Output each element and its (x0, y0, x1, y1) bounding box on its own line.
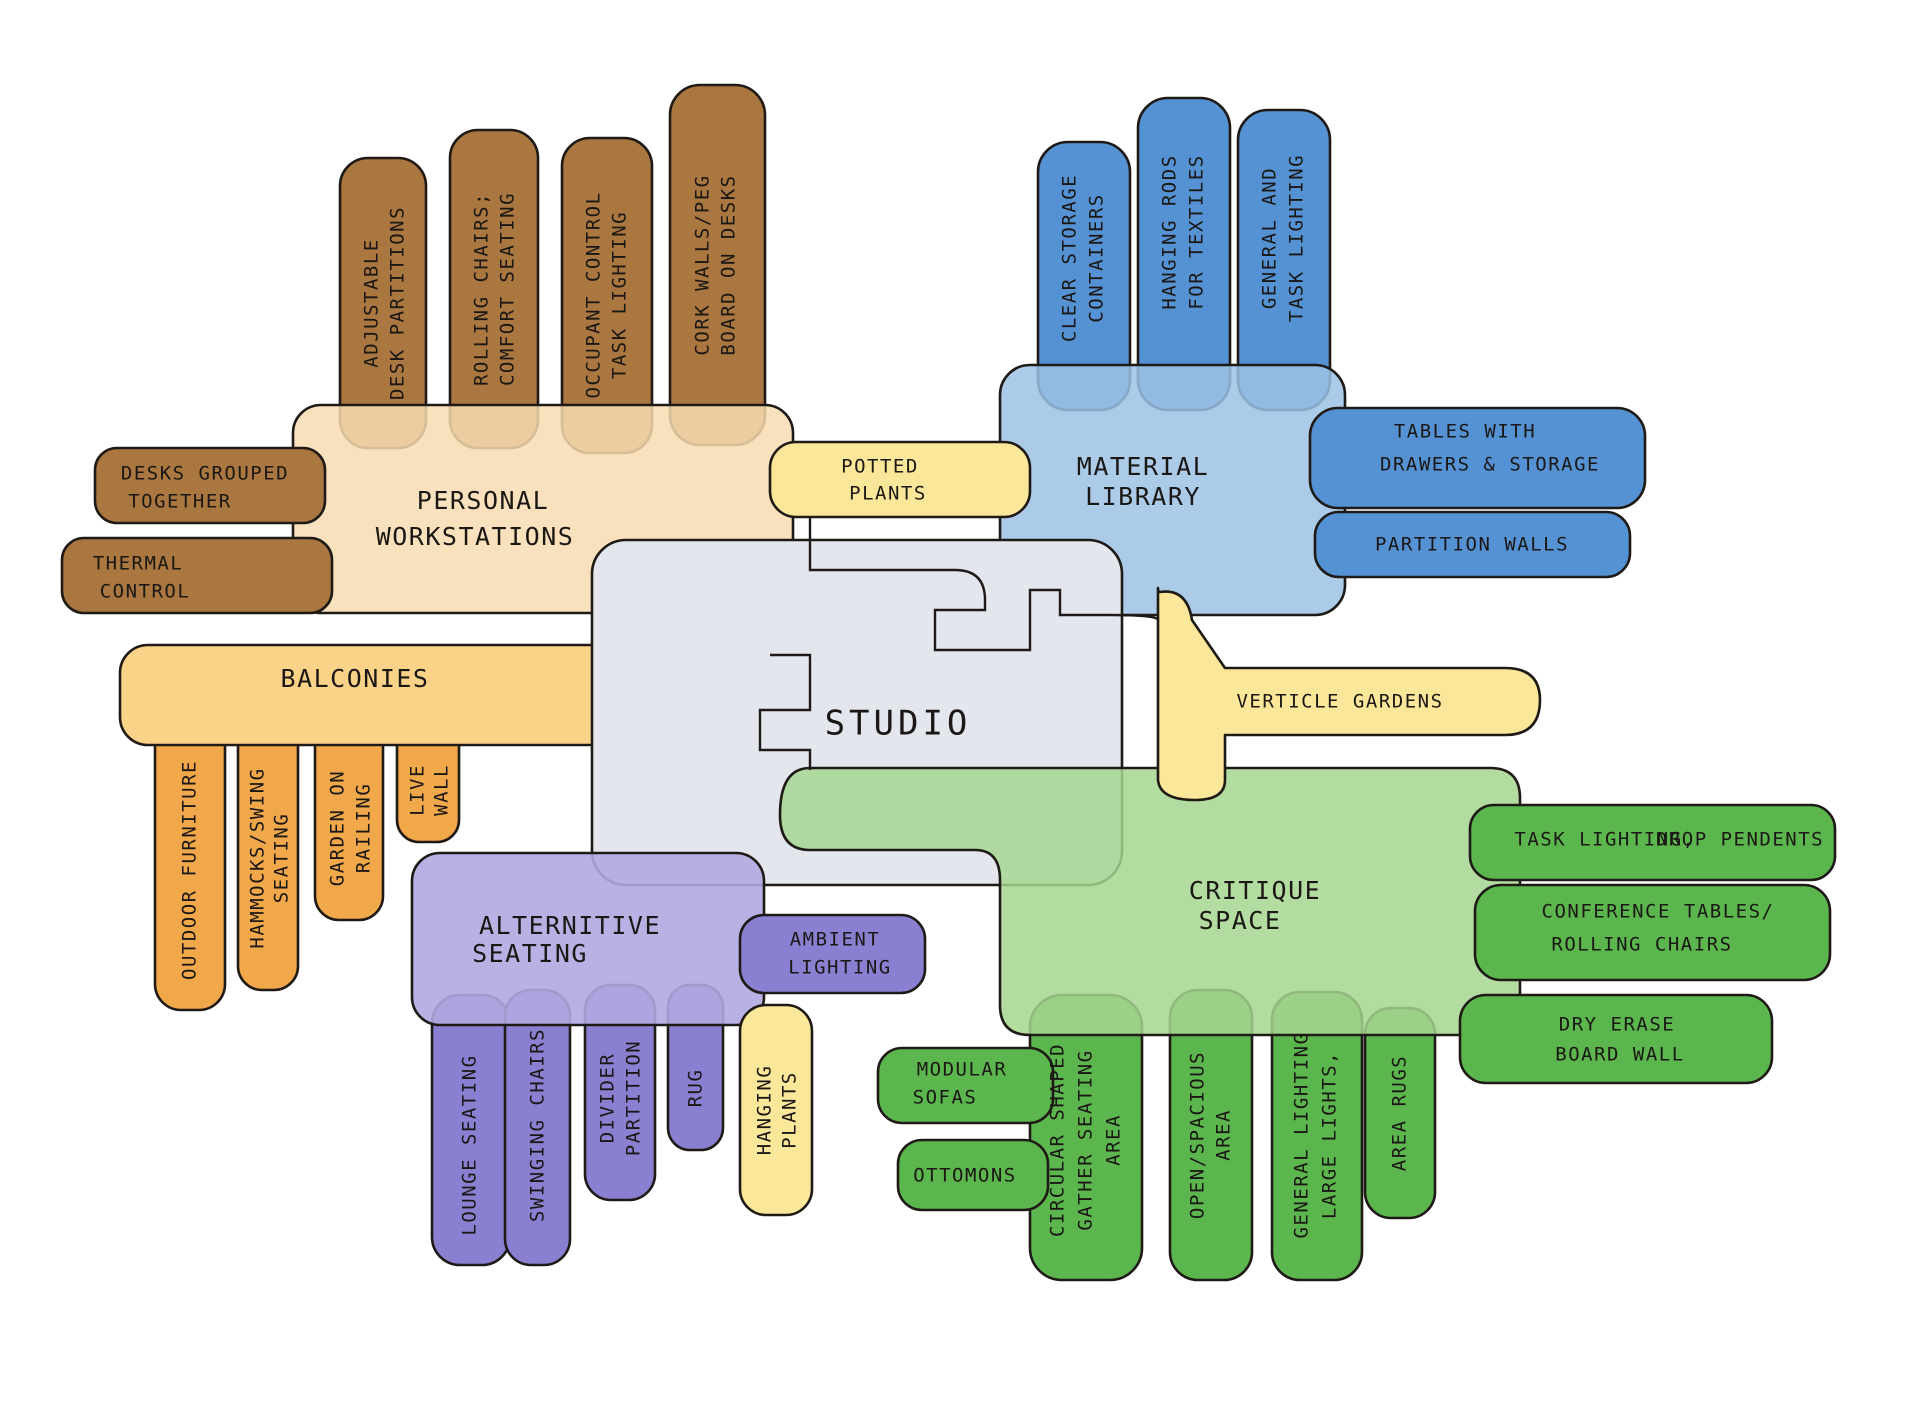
ml-item-tables-drawers (1308, 406, 1647, 510)
cs-item-dry-erase (1458, 993, 1774, 1085)
cs-item-modular-sofas (876, 1046, 1055, 1125)
pw-label-rolling: ROLLING CHAIRS; (471, 192, 493, 386)
cs-label-modular-2: SOFAS (913, 1087, 978, 1109)
cs-item-ottomons (896, 1138, 1050, 1212)
alternative-seating-label-2: SEATING (472, 939, 588, 968)
hanging-plants-label: HANGING (754, 1065, 776, 1156)
hanging-plants-tab (738, 1003, 814, 1217)
pw-label-adjustable-2: DESK PARTITIONS (387, 206, 409, 400)
pw-label-task-2: TASK LIGHTING (609, 211, 631, 379)
cs-item-conference-tables (1473, 883, 1832, 982)
potted-plants-label-2: PLANTS (849, 483, 927, 505)
balconies-hub (118, 643, 632, 747)
as-label-lounge: LOUNGE SEATING (459, 1054, 481, 1235)
pw-label-desks: DESKS GROUPED (121, 463, 289, 485)
cs-label-open-2: AREA (1213, 1109, 1235, 1161)
critique-space-group: CRITIQUE SPACE TASK LIGHTING, DROP PENDE… (778, 766, 1837, 1282)
pw-label-rolling-2: COMFORT SEATING (497, 192, 519, 386)
pw-item-rolling-chairs (448, 128, 540, 450)
pw-label-desks-2: TOGETHER (128, 491, 232, 513)
connector-outlines (758, 517, 1160, 770)
pw-label-thermal-2: CONTROL (100, 581, 191, 603)
ml-label-tables: TABLES WITH (1394, 421, 1536, 443)
balc-label-hammocks: HAMMOCKS/SWING (247, 767, 269, 948)
as-item-ambient (738, 913, 927, 995)
cs-label-general-2: LARGE LIGHTS, (1319, 1051, 1341, 1219)
ml-label-tables-2: DRAWERS & STORAGE (1380, 454, 1600, 476)
balc-label-live: LIVE (407, 764, 429, 816)
cs-label-general: GENERAL LIGHTING (1291, 1031, 1313, 1238)
cs-label-ottomons: OTTOMONS (913, 1165, 1017, 1187)
balconies-label: BALCONIES (281, 664, 430, 693)
balc-label-hammocks-2: SEATING (271, 813, 293, 904)
cs-item-task-lighting (1468, 803, 1837, 882)
alternative-seating-label: ALTERNITIVE (479, 911, 661, 940)
as-label-divider-2: PARTITION (623, 1040, 645, 1156)
balc-label-garden-2: RAILING (353, 783, 375, 874)
cs-label-modular: MODULAR (917, 1059, 1008, 1081)
cs-label-task-2: DROP PENDENTS (1656, 829, 1824, 851)
as-label-divider: DIVIDER (597, 1053, 619, 1144)
personal-workstations-label: PERSONAL (417, 486, 549, 515)
cs-label-dry-erase-2: BOARD WALL (1555, 1044, 1684, 1066)
pw-label-cork: CORK WALLS/PEG (692, 174, 714, 355)
cs-label-circular-2: GATHER SEATING (1075, 1049, 1097, 1230)
pw-label-thermal: THERMAL (93, 553, 184, 575)
as-label-swinging: SWINGING CHAIRS (527, 1028, 549, 1222)
potted-plants-label: POTTED (841, 456, 919, 478)
critique-space-label: CRITIQUE (1189, 876, 1321, 905)
critique-space-label-2: SPACE (1199, 906, 1282, 935)
studio-label: STUDIO (825, 704, 972, 744)
cs-label-dry-erase: DRY ERASE (1559, 1014, 1675, 1036)
material-library-group: MATERIAL LIBRARY CLEAR STORAGE CONTAINER… (998, 96, 1647, 617)
ml-item-hanging-rods (1136, 96, 1232, 412)
cs-label-conference-2: ROLLING CHAIRS (1551, 934, 1732, 956)
alternative-seating-group: ALTERNITIVE SEATING AMBIENT LIGHTING LOU… (410, 851, 927, 1267)
pw-label-adjustable: ADJUSTABLE (361, 238, 383, 367)
balconies-group: BALCONIES OUTDOOR FURNITURE HAMMOCKS/SWI… (118, 643, 632, 1012)
hanging-plants-label-2: PLANTS (779, 1071, 801, 1149)
plants-group: POTTED PLANTS VERTICLE GARDENS HANGING P… (738, 440, 1542, 1217)
ml-item-partition-walls (1313, 510, 1632, 579)
balc-label-garden: GARDEN ON (327, 770, 349, 886)
balc-label-outdoor: OUTDOOR FURNITURE (179, 760, 201, 980)
pw-label-cork-2: BOARD ON DESKS (718, 174, 740, 355)
connector-top (808, 517, 1160, 652)
balc-label-live-2: WALL (431, 764, 453, 816)
as-label-ambient: AMBIENT (790, 929, 881, 951)
critique-space-hub (778, 766, 1522, 1037)
pw-label-task: OCCUPANT CONTROL (583, 191, 605, 398)
pw-item-desks-grouped (93, 446, 327, 525)
cs-label-circular: CIRCULAR SHAPED (1047, 1043, 1069, 1237)
material-library-label-2: LIBRARY (1085, 482, 1201, 511)
cs-label-conference: CONFERENCE TABLES/ (1542, 901, 1775, 923)
cs-label-open: OPEN/SPACIOUS (1187, 1051, 1209, 1219)
ml-label-hanging-2: FOR TEXTILES (1186, 154, 1208, 309)
ml-label-partition: PARTITION WALLS (1375, 534, 1569, 556)
ml-label-hanging: HANGING RODS (1159, 154, 1181, 309)
pw-item-thermal-control (60, 536, 334, 615)
potted-plants-tab (768, 440, 1032, 519)
ml-label-general: GENERAL AND (1259, 167, 1281, 309)
connector-mid (758, 653, 812, 770)
cs-label-task: TASK LIGHTING, (1514, 829, 1695, 851)
personal-workstations-group: PERSONAL WORKSTATIONS ADJUSTABLE DESK PA… (60, 83, 795, 615)
personal-workstations-label-2: WORKSTATIONS (376, 522, 575, 551)
ml-label-general-2: TASK LIGHTING (1286, 154, 1308, 322)
verticle-gardens-tab (1156, 586, 1542, 802)
ml-label-clear: CLEAR STORAGE (1059, 174, 1081, 342)
material-library-label: MATERIAL (1077, 452, 1209, 481)
cs-label-circular-3: AREA (1103, 1114, 1125, 1166)
cs-label-rugs: AREA RUGS (1389, 1055, 1411, 1171)
as-label-ambient-2: LIGHTING (788, 957, 892, 979)
verticle-gardens-label: VERTICLE GARDENS (1236, 691, 1443, 713)
ml-label-clear-2: CONTAINERS (1086, 193, 1108, 322)
as-label-rug: RUG (685, 1069, 707, 1108)
